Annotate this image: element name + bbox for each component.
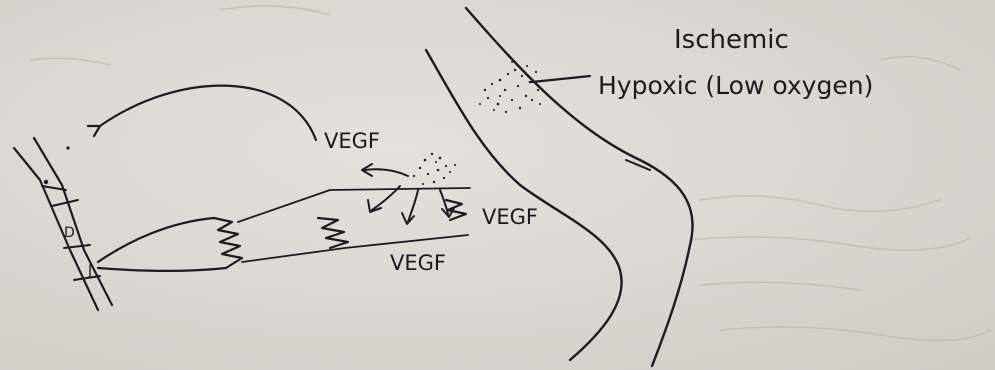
vegf-label-top: VEGF	[324, 129, 380, 153]
cell-lower-label: J	[87, 263, 92, 279]
filopodia-1-upper	[238, 188, 470, 222]
hypoxic-label: Hypoxic (Low oxygen)	[598, 71, 873, 100]
vegf-arrows	[362, 164, 454, 224]
cell-upper-label: D	[64, 225, 75, 241]
sprout-upper-edge	[98, 218, 214, 262]
hypoxic-pointer-line	[532, 76, 590, 82]
hypoxic-region	[479, 61, 541, 113]
sprout-lower-edge	[98, 268, 226, 271]
vegf-label-right: VEGF	[482, 205, 538, 229]
vessel-mark	[626, 160, 650, 170]
ischemic-label: Ischemic	[674, 25, 789, 55]
vegf-label-bottom: VEGF	[390, 251, 446, 275]
vessel-outer-wall	[466, 8, 693, 366]
tip-cell-2-zigzag	[318, 218, 348, 248]
arrow-dot	[66, 146, 69, 149]
capillary-wall	[14, 138, 112, 310]
vegf-source-dots	[413, 153, 456, 185]
curved-arrow-to-capillary	[100, 86, 316, 140]
blood-vessel	[426, 8, 693, 366]
tip-cell-1-zigzag	[214, 218, 242, 268]
